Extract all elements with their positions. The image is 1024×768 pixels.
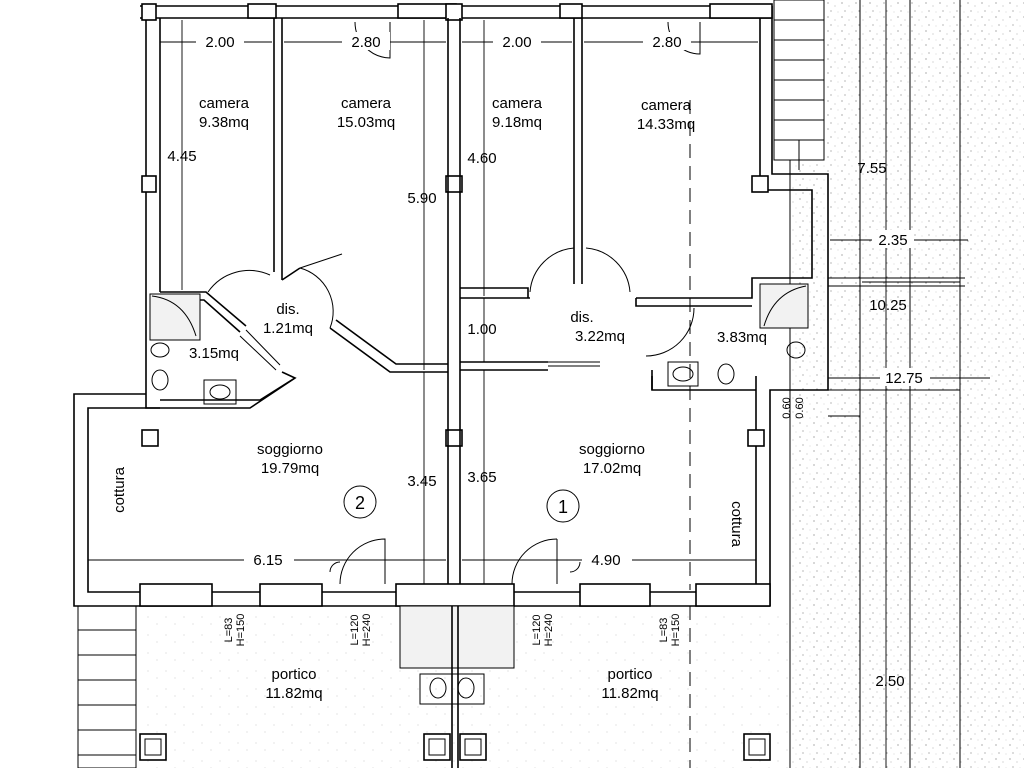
dim-4-90: 4.90 xyxy=(591,552,620,569)
bathroom-fixtures xyxy=(149,283,809,405)
window-2-width: L=120 xyxy=(349,615,361,646)
dis-1-name: dis. xyxy=(276,301,299,318)
window-3-height: H=240 xyxy=(543,614,555,647)
window-3-width: L=120 xyxy=(531,615,543,646)
portico-pillars xyxy=(139,733,771,761)
stairs-left xyxy=(77,605,137,768)
dim-12-75: 12.75 xyxy=(885,370,923,387)
stairs-right xyxy=(773,0,825,170)
portico-1-area: 11.82mq xyxy=(265,685,322,702)
window-4-width: L=83 xyxy=(658,618,670,643)
dim-5-90: 5.90 xyxy=(407,190,436,207)
window-2-height: H=240 xyxy=(361,614,373,647)
dim-4-45: 4.45 xyxy=(167,148,196,165)
portico-1-name: portico xyxy=(271,666,316,683)
dim-0-60-a: 0.60 xyxy=(781,397,793,418)
dim-10-25: 10.25 xyxy=(869,297,907,314)
camera-1-area: 9.38mq xyxy=(199,114,249,131)
camera-3-name: camera xyxy=(492,95,543,112)
pillars xyxy=(139,3,773,607)
soggiorno-1-area: 19.79mq xyxy=(261,460,319,477)
dimension-texts: 2.00 2.80 2.00 2.80 4.45 5.90 4.60 1.00 … xyxy=(167,32,930,690)
dim-top-2-00-a: 2.00 xyxy=(205,34,234,51)
dim-4-60: 4.60 xyxy=(467,150,496,167)
soggiorno-1-name: soggiorno xyxy=(257,441,323,458)
dim-7-55: 7.55 xyxy=(857,160,886,177)
window-1-width: L=83 xyxy=(223,618,235,643)
soggiorno-2-name: soggiorno xyxy=(579,441,645,458)
dim-3-45: 3.45 xyxy=(407,473,436,490)
dim-6-15: 6.15 xyxy=(253,552,282,569)
portico-2-name: portico xyxy=(607,666,652,683)
dim-2-35: 2.35 xyxy=(878,232,907,249)
interior-walls xyxy=(160,18,752,584)
window-labels: L=83 H=150 L=120 H=240 L=120 H=240 L=83 … xyxy=(223,614,682,647)
unit-marker-2: 2 xyxy=(355,493,365,513)
camera-3-area: 9.18mq xyxy=(492,114,542,131)
dim-top-2-80-a: 2.80 xyxy=(351,34,380,51)
cottura-1-name: cottura xyxy=(111,466,128,513)
bagno-2-area: 3.83mq xyxy=(717,329,767,346)
portico-2-area: 11.82mq xyxy=(601,685,658,702)
unit-markers: 2 1 xyxy=(343,485,580,523)
camera-2-name: camera xyxy=(341,95,392,112)
camera-4-area: 14.33mq xyxy=(637,116,695,133)
room-labels: camera 9.38mq camera 15.03mq camera 9.18… xyxy=(111,95,767,702)
window-4-height: H=150 xyxy=(670,614,682,647)
window-1-height: H=150 xyxy=(235,614,247,647)
dim-1-00: 1.00 xyxy=(467,321,496,338)
dis-1-area: 1.21mq xyxy=(263,320,313,337)
cottura-2-name: cottura xyxy=(728,501,745,548)
camera-2-area: 15.03mq xyxy=(337,114,395,131)
dim-top-2-00-b: 2.00 xyxy=(502,34,531,51)
dis-2-area: 3.22mq xyxy=(575,328,625,345)
dim-0-60-b: 0.60 xyxy=(794,397,806,418)
bagno-1-area: 3.15mq xyxy=(189,345,239,362)
dis-2-name: dis. xyxy=(570,309,593,326)
portico-center-fixtures xyxy=(399,605,515,768)
unit-marker-1: 1 xyxy=(558,497,568,517)
dim-2-50: 2.50 xyxy=(875,673,904,690)
dim-3-65: 3.65 xyxy=(467,469,496,486)
dim-top-2-80-b: 2.80 xyxy=(652,34,681,51)
camera-1-name: camera xyxy=(199,95,250,112)
soggiorno-2-area: 17.02mq xyxy=(583,460,641,477)
camera-4-name: camera xyxy=(641,97,692,114)
